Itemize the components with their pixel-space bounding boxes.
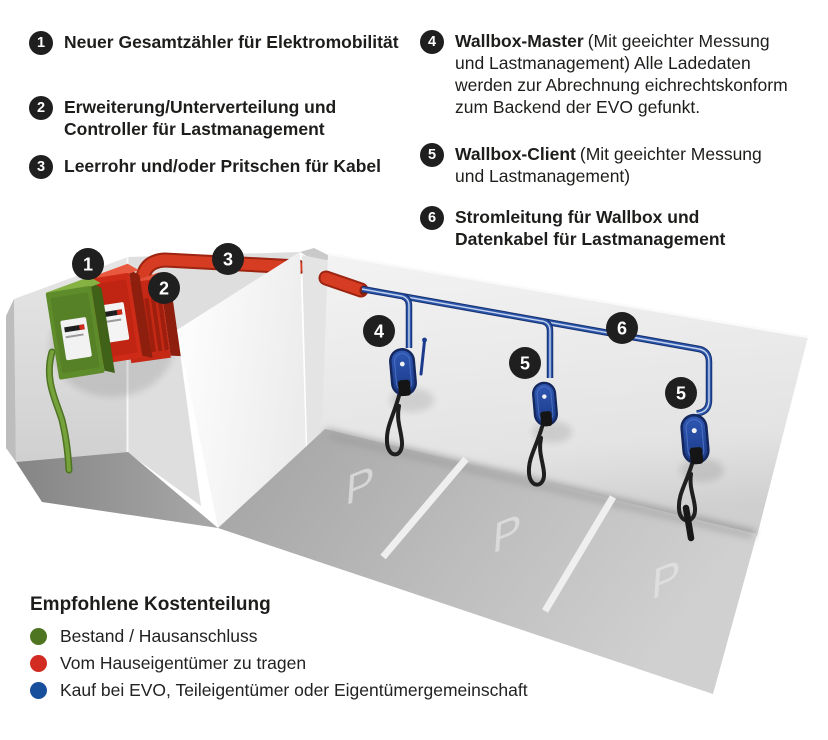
charging-cable-1 [384,390,404,457]
marker-3: 3 [212,243,244,275]
annotation-number-badge: 4 [420,30,444,54]
annotation-number-badge: 1 [29,31,53,55]
charging-connector [682,504,695,542]
antenna [419,339,426,376]
cost-legend: Empfohlene Kostenteilung Bestand / Hausa… [30,594,528,700]
legend-item-evo: Kauf bei EVO, Teileigentümer oder Eigent… [30,680,528,700]
marker-6: 6 [606,312,638,344]
charging-cable-2 [526,425,546,487]
annotation-item-3: 3 Leerrohr und/oder Pritschen für Kabel [29,155,424,179]
legend-item-houseowner: Vom Hauseigentümer zu tragen [30,653,528,673]
red-dot-icon [30,655,47,672]
marker-5a: 5 [509,347,541,379]
legend-label: Bestand / Hausanschluss [60,626,258,646]
legend-title: Empfohlene Kostenteilung [30,594,271,615]
annotation-number-badge: 2 [29,96,53,120]
wallbox-master [389,348,417,397]
marker-5b: 5 [665,377,697,409]
blue-cable-run [361,285,713,417]
annotation-text: Leerrohr und/oder Pritschen für Kabel [64,156,381,176]
marker-2: 2 [148,272,180,304]
wallbox-client-1 [532,381,558,427]
parking-line-1 [380,456,469,560]
svg-text:4: 4 [374,322,384,342]
parking-line-2 [541,495,617,613]
annotation-text: Neuer Gesamtzähler für Elektromobilität [64,32,399,52]
wall-top-edge [327,252,809,339]
annotation-text: Wallbox-Client(Mit geeichter Messung und… [455,144,762,186]
legend-label: Vom Hauseigentümer zu tragen [60,653,307,673]
svg-text:2: 2 [159,279,169,299]
meter-wall-edge [6,299,16,462]
annotation-text: Stromleitung für Wallbox und Datenkabel … [455,207,726,249]
svg-text:5: 5 [520,354,530,374]
annotation-number-badge: 5 [420,143,444,167]
wallbox-client-2 [680,413,710,465]
blue-dot-icon [30,682,47,699]
green-meter-box [45,276,115,380]
svg-text:3: 3 [223,250,233,270]
annotation-number-badge: 3 [29,155,53,179]
annotation-item-2: 2 Erweiterung/Unterverteilung und Contro… [29,96,409,140]
marker-4: 4 [363,315,395,347]
annotation-item-5: 5 Wallbox-Client(Mit geeichter Messung u… [420,143,790,187]
marker-1: 1 [72,248,104,280]
svg-text:6: 6 [617,319,627,339]
annotation-item-6: 6 Stromleitung für Wallbox und Datenkabe… [420,206,790,250]
annotation-item-4: 4 Wallbox-Master(Mit geeichter Messung u… [420,30,790,118]
annotation-text: Wallbox-Master(Mit geeichter Messung und… [455,31,788,117]
partition-wall-top [300,248,334,263]
green-cable [47,350,71,472]
svg-text:5: 5 [676,384,686,404]
red-conduit-garage [320,272,367,296]
legend-item-existing: Bestand / Hausanschluss [30,626,528,646]
green-dot-icon [30,628,47,645]
legend-label: Kauf bei EVO, Teileigentümer oder Eigent… [60,680,528,700]
annotation-number-badge: 6 [420,206,444,230]
antenna-tip [422,337,427,343]
svg-text:1: 1 [83,255,93,275]
parking-floor [218,429,757,694]
annotation-item-1: 1 Neuer Gesamtzähler für Elektromobilitä… [29,31,409,55]
annotation-text: Erweiterung/Unterverteilung und Controll… [64,97,337,139]
